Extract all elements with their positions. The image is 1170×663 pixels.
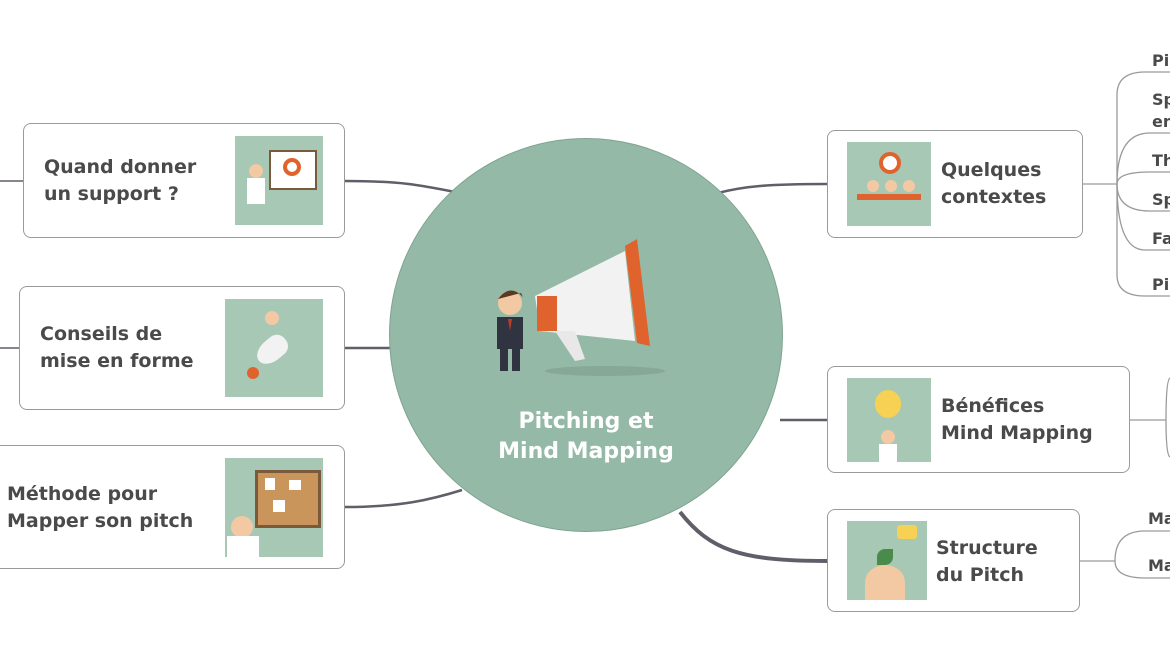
topic-benefices-mind-mapping[interactable]: Bénéfices Mind Mapping: [827, 366, 1130, 473]
topic-label: Méthode pour Mapper son pitch: [7, 483, 194, 532]
subtopic[interactable]: Pi: [1152, 51, 1170, 70]
subtopic[interactable]: Sp: [1152, 190, 1170, 209]
subtopic[interactable]: Ma: [1148, 556, 1170, 575]
topic-quelques-contextes[interactable]: Quelques contextes: [827, 130, 1083, 238]
lightbulb-icon: [847, 378, 931, 462]
plant-head-icon: [847, 521, 927, 600]
central-topic[interactable]: Pitching et Mind Mapping: [389, 138, 783, 532]
target-team-icon: [847, 142, 931, 226]
topic-quand-donner-un-support[interactable]: Quand donner un support ?: [23, 123, 345, 238]
subtopic[interactable]: Ma: [1148, 509, 1170, 528]
subtopic[interactable]: Th: [1152, 151, 1170, 170]
subtopic[interactable]: Sp en: [1152, 90, 1170, 131]
topic-structure-du-pitch[interactable]: Structure du Pitch: [827, 509, 1080, 612]
subtopic[interactable]: Pi: [1152, 275, 1170, 294]
topic-label: Bénéfices Mind Mapping: [941, 395, 1093, 444]
presentation-board-icon: [235, 136, 323, 225]
topic-label: Structure du Pitch: [936, 537, 1038, 586]
topic-conseils-de-mise-en-forme[interactable]: Conseils de mise en forme: [19, 286, 345, 410]
corkboard-icon: [225, 458, 323, 557]
topic-label: Quand donner un support ?: [44, 156, 197, 205]
topic-label: Quelques contextes: [941, 159, 1047, 208]
topic-methode-pour-mapper-son-pitch[interactable]: Méthode pour Mapper son pitch: [0, 445, 345, 569]
central-topic-title: Pitching et Mind Mapping: [498, 409, 674, 464]
subtopic[interactable]: Fa: [1152, 229, 1170, 248]
rocket-businessman-icon: [225, 299, 323, 397]
megaphone-businessman-icon: [497, 239, 665, 376]
topic-label: Conseils de mise en forme: [40, 323, 194, 372]
